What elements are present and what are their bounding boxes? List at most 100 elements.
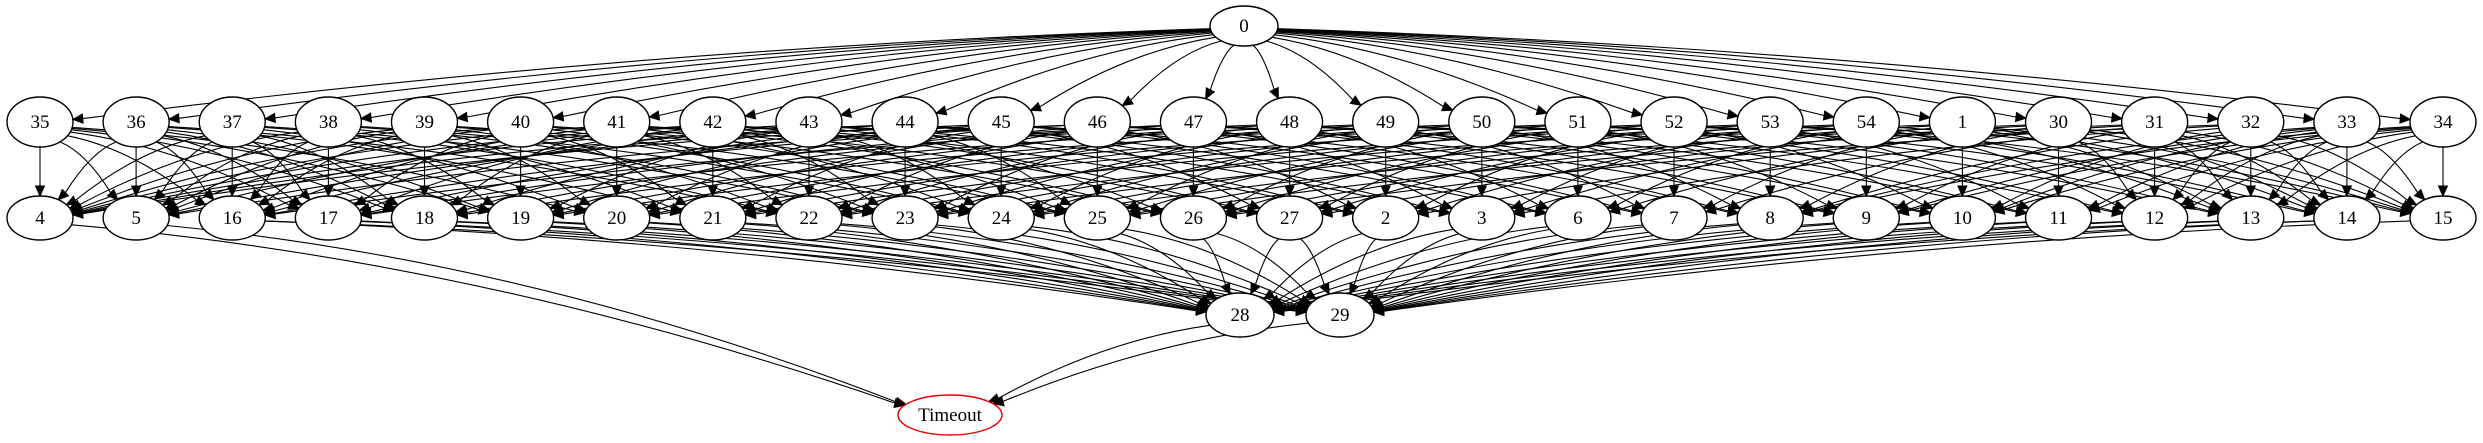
edge-31-to-14: [2182, 135, 2322, 206]
edge-0-to-1: [1277, 29, 1932, 122]
edge-3-to-29: [1362, 233, 1459, 300]
node-0: 0: [1209, 5, 1279, 47]
node-54: 54: [1832, 96, 1900, 148]
arrowhead: [551, 111, 565, 122]
arrowhead: [2268, 188, 2281, 201]
edge-0-to-51: [1274, 34, 1549, 116]
node-ellipse: [294, 96, 363, 148]
edge-27-to-29: [1300, 238, 1330, 296]
arrowhead: [934, 105, 948, 116]
edge-line: [82, 124, 969, 215]
edge-32-to-13: [2245, 147, 2257, 198]
node-27: 27: [1255, 195, 1324, 241]
edge-line: [82, 125, 777, 214]
arrowhead: [2303, 112, 2316, 124]
node-17: 17: [294, 195, 363, 241]
edge-line: [370, 28, 1211, 119]
node-label: 21: [703, 208, 722, 229]
edge-line: [1712, 131, 1933, 206]
edge-line: [1252, 44, 1275, 90]
edge-line: [1704, 131, 1924, 206]
arrowhead: [840, 208, 853, 220]
edge-line: [1039, 131, 1260, 206]
node-label: 52: [1665, 112, 1684, 133]
node-2: 2: [1351, 195, 1420, 241]
edge-1-to-10: [1957, 147, 1968, 198]
edge-line: [1254, 238, 1280, 286]
edge-34-to-14: [2364, 141, 2424, 201]
node-label: 39: [415, 112, 434, 133]
arrowhead: [647, 110, 661, 121]
edge-line: [851, 125, 1546, 214]
arrowhead: [1822, 110, 1836, 121]
edge-line: [2371, 141, 2424, 193]
node-42: 42: [679, 96, 747, 148]
node-label: 37: [223, 112, 242, 133]
edge-0-to-40: [551, 29, 1211, 122]
edge-line: [1380, 226, 1644, 304]
arrowhead: [2180, 195, 2193, 206]
edge-35-to-4: [34, 146, 46, 198]
edge-0-to-46: [1121, 40, 1222, 107]
arrowhead: [1957, 185, 1968, 198]
arrowhead: [1121, 95, 1134, 107]
edge-line: [274, 125, 1065, 214]
edge-line: [1120, 233, 1209, 294]
node-label: 0: [1239, 16, 1249, 37]
node-43: 43: [775, 96, 843, 148]
arrowhead: [2221, 188, 2234, 201]
arrowhead: [552, 208, 565, 220]
edge-0-to-49: [1266, 40, 1363, 106]
node-label: 30: [2049, 112, 2068, 133]
node-label: 50: [1472, 112, 1491, 133]
arrowhead: [2014, 111, 2028, 123]
node-26: 26: [1159, 195, 1228, 241]
edge-line: [1424, 131, 1644, 206]
node-40: 40: [486, 96, 555, 148]
edge-54-to-12: [1896, 131, 2127, 210]
node-ellipse: [294, 195, 363, 241]
edge-line: [1235, 125, 1930, 214]
edge-line: [457, 220, 1297, 311]
edge-32-to-15: [2278, 135, 2418, 206]
edge-36-to-4: [57, 141, 117, 201]
edge-line: [935, 226, 1200, 304]
edge-line: [163, 135, 294, 201]
edge-line: [2179, 141, 2232, 193]
edge-line: [1371, 233, 1459, 294]
node-label: 23: [896, 208, 915, 229]
node-21: 21: [679, 195, 747, 241]
edge-37-to-4: [65, 135, 205, 206]
node-16: 16: [198, 195, 266, 241]
edge-line: [59, 141, 112, 193]
node-ellipse: [583, 195, 651, 241]
node-ellipse: [775, 96, 843, 148]
edge-line: [751, 131, 972, 206]
edge-52-to-14: [1706, 126, 2316, 218]
node-ellipse: [897, 394, 1003, 436]
edge-line: [740, 135, 871, 201]
edge-line: [274, 28, 1211, 119]
arrowhead: [1128, 208, 1141, 220]
node-label: 38: [319, 112, 338, 133]
node-3: 3: [1448, 195, 1516, 241]
edge-34-to-13: [2276, 135, 2416, 206]
edge-line: [71, 224, 896, 404]
node-label: 24: [992, 208, 1012, 229]
edge-32-to-3: [1512, 125, 2219, 218]
node-label: 32: [2241, 112, 2260, 133]
arrowhead: [1861, 185, 1872, 198]
arrowhead: [1320, 207, 1334, 218]
edge-0-to-35: [71, 28, 1211, 124]
node-label: 27: [1280, 208, 1299, 229]
edge-line: [1300, 238, 1326, 286]
edge-line: [1808, 131, 2029, 206]
node-ellipse: [1640, 195, 1708, 241]
node-label: Timeout: [918, 405, 982, 426]
node-5: 5: [102, 195, 170, 241]
arrowhead: [65, 195, 79, 206]
arrowhead: [1535, 105, 1549, 116]
edge-line: [553, 221, 1297, 311]
node-48: 48: [1255, 96, 1324, 148]
node-label: 28: [1231, 305, 1250, 326]
